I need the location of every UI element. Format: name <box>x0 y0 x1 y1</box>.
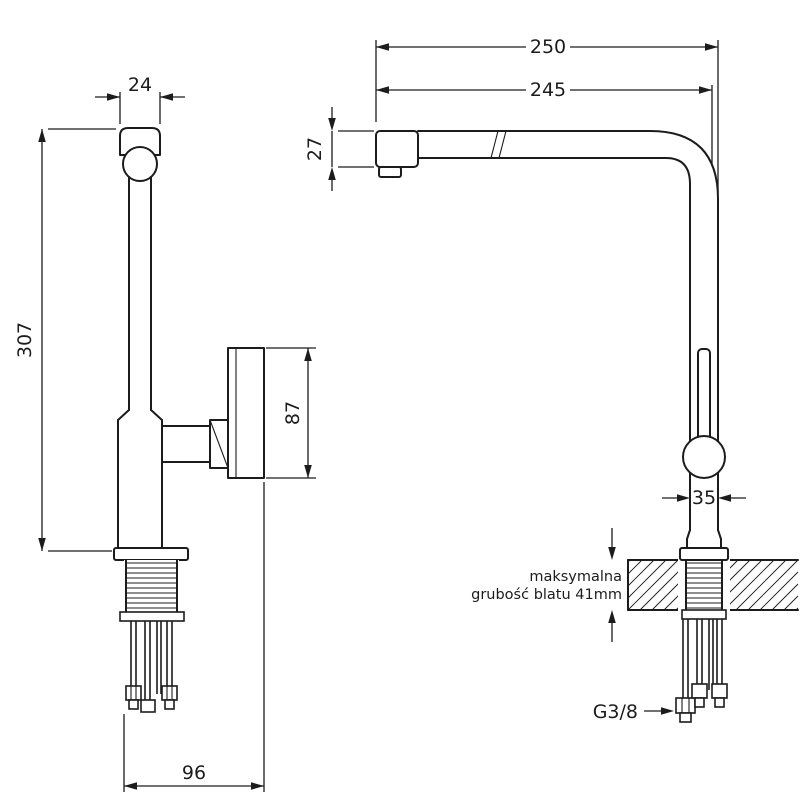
dim-96-arrow-right <box>251 782 264 790</box>
front-body-transition <box>117 409 163 421</box>
countertop-note-line2: grubość blatu 41mm <box>471 587 622 603</box>
dim-96-extension-lines <box>123 482 265 792</box>
dim-27-arrow-top <box>328 118 336 131</box>
front-base-flange <box>113 547 189 561</box>
dim-label-height: 307 <box>14 322 36 358</box>
side-lever-ball <box>682 435 726 479</box>
front-washer <box>119 611 185 622</box>
side-pullout-seam <box>490 130 507 159</box>
front-hose-b <box>156 621 162 694</box>
dim-label-base-span: 96 <box>182 762 206 784</box>
dim-24-arrow-left <box>107 93 120 101</box>
dim-87-arrow-bottom <box>304 465 312 478</box>
front-stud-1 <box>130 621 137 686</box>
side-stud-1 <box>696 619 703 684</box>
dim-35-arrow-left <box>677 494 690 502</box>
front-hose-fitting <box>140 699 156 713</box>
front-stud-2 <box>166 621 173 686</box>
countertop-thickness-arrow-bottom <box>608 610 616 623</box>
side-aerator <box>378 166 402 178</box>
dim-250-arrow-right <box>705 43 718 51</box>
dim-307-arrow-bottom <box>38 538 46 551</box>
side-g38-fitting-tip <box>679 712 692 723</box>
front-nut-2 <box>161 685 178 701</box>
dim-250-extension-lines <box>375 40 719 193</box>
side-base-flare <box>686 529 722 549</box>
dim-label-top-width: 24 <box>128 74 152 96</box>
dim-label-spout-height: 87 <box>282 401 304 425</box>
side-g38-fitting <box>675 697 696 714</box>
dim-label-total-reach: 250 <box>530 36 566 58</box>
front-view <box>113 127 265 713</box>
g38-leader-arrow <box>661 707 674 715</box>
dim-250-arrow-left <box>376 43 389 51</box>
front-outlet-tube <box>161 425 211 463</box>
side-stud-2 <box>716 619 723 684</box>
dim-245-arrow-right <box>699 86 712 94</box>
front-hose-a <box>144 621 151 700</box>
front-outlet-connector-seam <box>209 419 229 469</box>
side-arm-inner-outline <box>417 157 691 531</box>
side-nut-1-tip <box>694 697 705 708</box>
front-nut-1 <box>125 685 142 701</box>
side-shank-edges <box>685 559 723 611</box>
front-nut-1-tip <box>128 699 139 710</box>
dim-96-arrow-left <box>124 782 137 790</box>
side-hose-b <box>708 619 714 690</box>
dim-24-extension-lines <box>119 92 161 124</box>
front-mounting-hardware <box>125 621 178 713</box>
front-shank-threads <box>126 562 177 609</box>
dim-label-body-diameter: 35 <box>692 487 716 509</box>
dim-27-extension-lines <box>338 130 374 168</box>
dim-label-spout-reach: 245 <box>530 79 566 101</box>
front-nut-2-tip <box>164 699 175 710</box>
side-nut-2-tip <box>714 697 725 708</box>
side-hose-g38 <box>682 619 689 698</box>
front-shank-edges <box>125 559 178 613</box>
front-spout-block <box>227 347 265 479</box>
dim-label-spout-head-height: 27 <box>304 137 326 161</box>
dim-24-arrow-right <box>160 93 173 101</box>
side-shank-threads <box>686 562 722 609</box>
front-nut-2-facets <box>166 686 173 700</box>
dim-307-extension-lines <box>48 128 116 552</box>
side-view <box>375 130 730 723</box>
dim-245-arrow-left <box>376 86 389 94</box>
side-base-flange <box>679 547 729 561</box>
side-spout-head <box>375 130 419 168</box>
front-view-dimensions: 24 307 87 96 <box>14 74 316 792</box>
side-lever-handle <box>697 348 711 450</box>
front-nut-1-facets <box>130 686 137 700</box>
side-arm-outer-outline <box>417 130 719 531</box>
side-g38-fitting-facets <box>681 698 690 713</box>
countertop-note-line1: maksymalna <box>529 569 622 585</box>
side-view-dimensions: 250 245 27 35 maksymalna grubość blatu 4… <box>304 36 746 723</box>
dim-87-arrow-top <box>304 348 312 361</box>
thread-size-label: G3/8 <box>593 701 638 723</box>
front-cap-outline <box>119 127 161 156</box>
side-mounting-hardware <box>675 619 728 723</box>
dim-307-arrow-top <box>38 129 46 142</box>
dim-27-arrow-bottom <box>328 167 336 180</box>
side-washer <box>681 609 727 620</box>
side-nut-2 <box>711 683 728 699</box>
dim-35-arrow-right <box>718 494 731 502</box>
side-nut-1 <box>691 683 708 699</box>
countertop-thickness-arrow-top <box>608 547 616 560</box>
front-lever-ball <box>122 146 158 182</box>
